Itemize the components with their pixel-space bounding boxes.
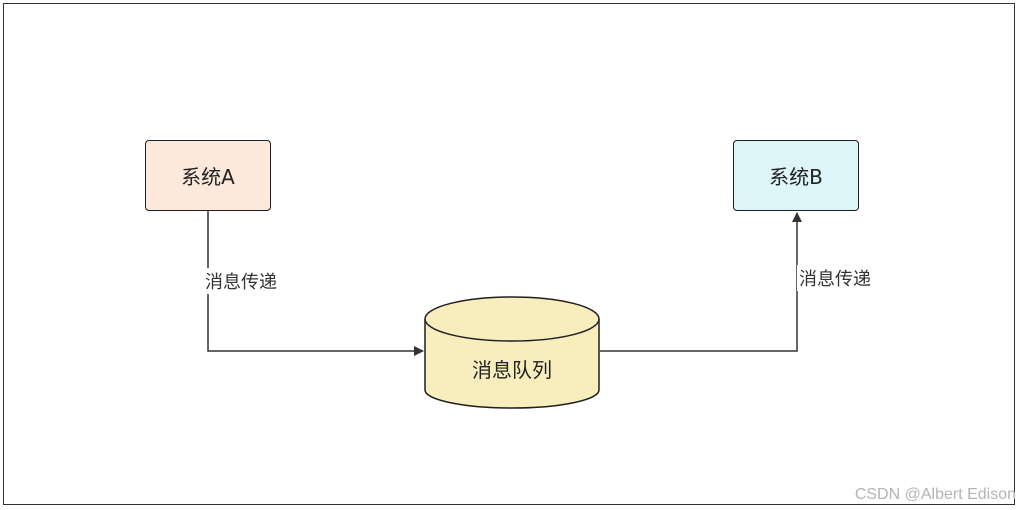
queue-cylinder-body <box>424 319 600 409</box>
system-b-node[interactable]: 系统B <box>733 140 859 211</box>
edge-a-to-queue <box>207 211 424 356</box>
edge-label-right: 消息传递 <box>797 265 873 291</box>
queue-cylinder-top <box>424 296 600 342</box>
diagram-frame <box>3 3 1015 505</box>
edge-queue-to-b <box>600 212 802 352</box>
edge-label-left: 消息传递 <box>203 268 279 294</box>
system-a-label: 系统A <box>181 165 235 189</box>
system-b-label: 系统B <box>769 165 823 189</box>
watermark: CSDN @Albert Edison <box>854 486 1016 503</box>
queue-cylinder <box>424 296 600 409</box>
system-a-node[interactable]: 系统A <box>145 140 271 211</box>
queue-label: 消息队列 <box>472 358 552 382</box>
